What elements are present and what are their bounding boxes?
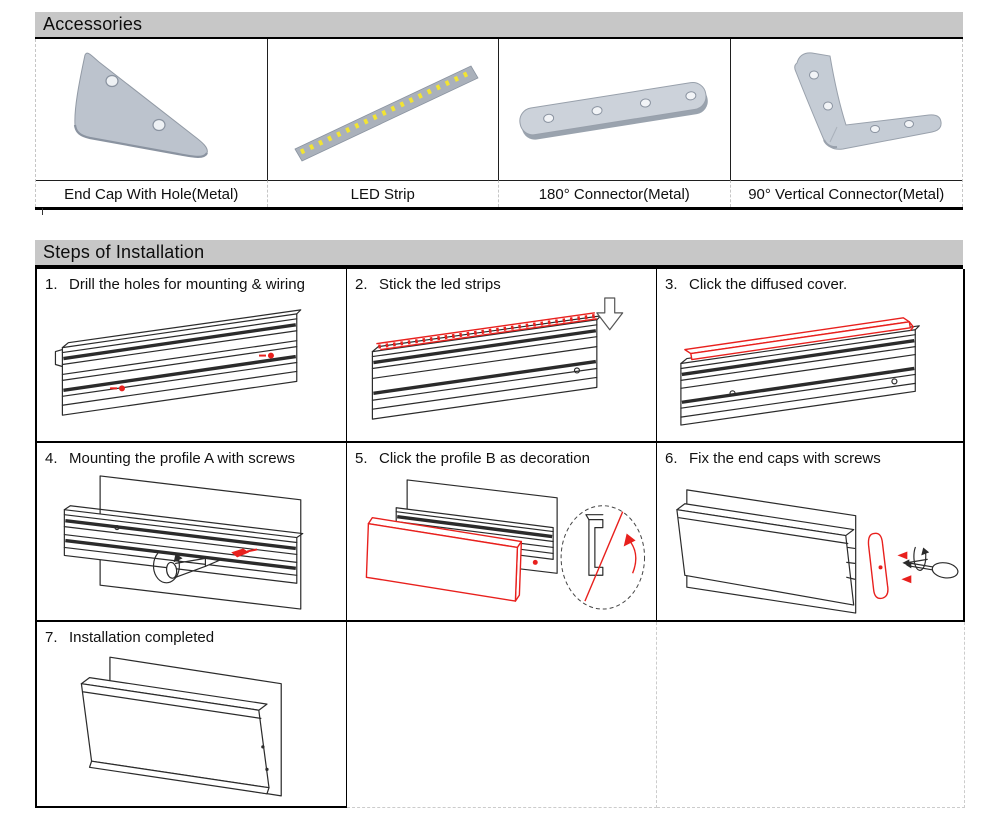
step-cell-5: 5. Click the profile B as decoration: [347, 443, 657, 622]
step-label: Installation completed: [69, 629, 215, 646]
accessories-section: Accessories End Cap With Hole(Metal): [35, 12, 963, 210]
accessories-header: Accessories: [35, 12, 963, 39]
step-4-illustration: [63, 475, 304, 610]
step-cell-7: 7. Installation completed: [37, 622, 347, 808]
empty-cell-9: [657, 622, 965, 808]
step-cell-6: 6. Fix the end caps with screws: [657, 443, 965, 622]
step-caption: 3. Click the diffused cover.: [657, 269, 963, 294]
accessories-title: Accessories: [43, 14, 143, 34]
step-cell-2: 2. Stick the led strips: [347, 269, 657, 443]
step-3-illustration: [680, 317, 920, 426]
accessory-label: End Cap With Hole(Metal): [36, 180, 268, 207]
accessory-label: 180° Connector(Metal): [499, 180, 731, 207]
step-cell-3: 3. Click the diffused cover.: [657, 269, 965, 443]
step-number: 3.: [665, 276, 678, 293]
step-caption: 5. Click the profile B as decoration: [347, 443, 656, 468]
step-cell-1: 1. Drill the holes for mounting & wiring: [37, 269, 347, 443]
step-caption: 6. Fix the end caps with screws: [657, 443, 963, 468]
straight-connector-illustration: [499, 39, 731, 180]
step-7-illustration: [80, 656, 282, 797]
step-label: Drill the holes for mounting & wiring: [69, 276, 305, 293]
accessory-label: 90° Vertical Connector(Metal): [730, 180, 962, 207]
step-2-illustration: [371, 297, 624, 420]
accessories-table: End Cap With Hole(Metal) LED Strip: [35, 39, 963, 210]
step-caption: 7. Installation completed: [37, 622, 346, 647]
step-6-illustration: [676, 489, 959, 614]
step-number: 5.: [355, 450, 368, 467]
step-label: Click the diffused cover.: [689, 276, 848, 293]
end-cap-illustration: [36, 39, 268, 180]
step-number: 2.: [355, 276, 368, 293]
accessory-label: LED Strip: [267, 180, 499, 207]
vertical-connector-illustration: [730, 39, 962, 180]
step-number: 1.: [45, 276, 58, 293]
led-strip-illustration: [267, 39, 499, 180]
step-label: Mounting the profile A with screws: [69, 450, 295, 467]
step-label: Click the profile B as decoration: [379, 450, 590, 467]
step-number: 6.: [665, 450, 678, 467]
step-cell-4: 4. Mounting the profile A with screws: [37, 443, 347, 622]
steps-header: Steps of Installation: [35, 240, 963, 267]
step-label: Fix the end caps with screws: [689, 450, 881, 467]
step-label: Stick the led strips: [379, 276, 501, 293]
step-1-illustration: [54, 309, 302, 416]
steps-grid: 1. Drill the holes for mounting & wiring: [35, 267, 965, 808]
empty-cell-8: [347, 622, 657, 808]
accessory-item-led-strip: LED Strip: [267, 39, 499, 207]
step-number: 4.: [45, 450, 58, 467]
stray-tick-mark: [42, 208, 43, 215]
step-caption: 1. Drill the holes for mounting & wiring: [37, 269, 346, 294]
step-caption: 4. Mounting the profile A with screws: [37, 443, 346, 468]
step-number: 7.: [45, 629, 58, 646]
accessory-item-straight-connector: 180° Connector(Metal): [499, 39, 731, 207]
accessory-item-vertical-connector: 90° Vertical Connector(Metal): [730, 39, 962, 207]
step-caption: 2. Stick the led strips: [347, 269, 656, 294]
accessory-item-end-cap: End Cap With Hole(Metal): [36, 39, 268, 207]
step-5-illustration: [365, 479, 646, 610]
steps-section: Steps of Installation 1. Drill the holes…: [35, 240, 965, 808]
steps-title: Steps of Installation: [43, 242, 205, 262]
